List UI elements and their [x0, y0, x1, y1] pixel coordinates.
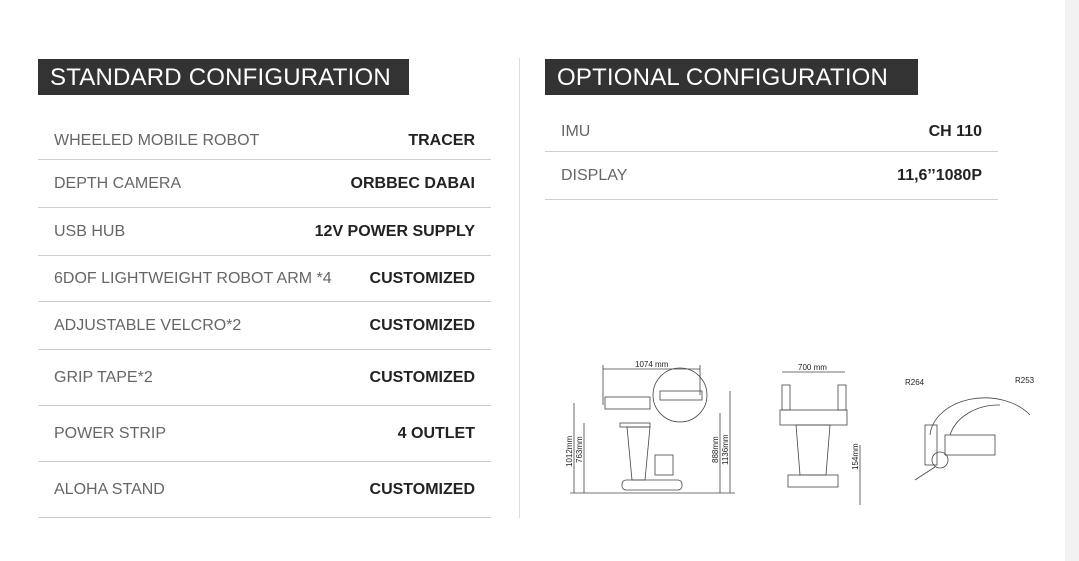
row-value: CUSTOMIZED [369, 269, 475, 287]
svg-text:1012mm: 1012mm [565, 436, 574, 467]
standard-config-row: USB HUB 12V POWER SUPPLY [38, 208, 491, 256]
row-label: IMU [561, 122, 591, 140]
dim-width: 1074 mm [635, 360, 669, 369]
row-label: WHEELED MOBILE ROBOT [54, 132, 260, 149]
svg-text:R264: R264 [905, 378, 925, 387]
row-value: CUSTOMIZED [369, 368, 475, 386]
optional-config-title: OPTIONAL CONFIGURATION [545, 59, 918, 95]
row-value: ORBBEC DABAI [350, 174, 475, 192]
row-label: POWER STRIP [54, 424, 167, 442]
page-edge [1065, 0, 1079, 561]
standard-config-row: ALOHA STAND CUSTOMIZED [38, 462, 491, 518]
optional-config-row: IMU CH 110 [545, 112, 998, 152]
standard-config-row: POWER STRIP 4 OUTLET [38, 406, 491, 462]
row-value: 11,6’’1080P [897, 166, 982, 184]
svg-text:888mm: 888mm [711, 436, 720, 463]
row-value: TRACER [408, 132, 475, 149]
row-value: CUSTOMIZED [369, 316, 475, 334]
row-label: USB HUB [54, 222, 126, 240]
row-value: 12V POWER SUPPLY [314, 222, 475, 240]
standard-config-row: GRIP TAPE*2 CUSTOMIZED [38, 350, 491, 406]
column-divider [519, 58, 520, 518]
svg-text:R253: R253 [1015, 376, 1035, 385]
row-label: GRIP TAPE*2 [54, 368, 153, 386]
row-label: DISPLAY [561, 166, 628, 184]
row-label: DEPTH CAMERA [54, 174, 182, 192]
row-label: 6DOF LIGHTWEIGHT ROBOT ARM *4 [54, 269, 332, 287]
row-value: 4 OUTLET [397, 424, 475, 442]
standard-config-row: DEPTH CAMERA ORBBEC DABAI [38, 160, 491, 208]
standard-config-title: STANDARD CONFIGURATION [38, 59, 409, 95]
optional-config-row: DISPLAY 11,6’’1080P [545, 152, 998, 200]
row-value: CUSTOMIZED [369, 480, 475, 498]
row-label: ALOHA STAND [54, 480, 165, 498]
svg-text:763mm: 763mm [575, 436, 584, 463]
dimension-drawings: 1074 mm 1012mm 763mm 888mm 1136mm 700 mm… [560, 355, 1040, 510]
svg-text:154mm: 154mm [851, 443, 860, 470]
row-value: CH 110 [928, 122, 982, 140]
svg-text:1136mm: 1136mm [721, 434, 730, 465]
svg-text:700 mm: 700 mm [798, 363, 827, 372]
standard-config-row: 6DOF LIGHTWEIGHT ROBOT ARM *4 CUSTOMIZED [38, 256, 491, 302]
standard-config-row: WHEELED MOBILE ROBOT TRACER [38, 123, 491, 160]
standard-config-row: ADJUSTABLE VELCRO*2 CUSTOMIZED [38, 302, 491, 350]
row-label: ADJUSTABLE VELCRO*2 [54, 316, 242, 334]
